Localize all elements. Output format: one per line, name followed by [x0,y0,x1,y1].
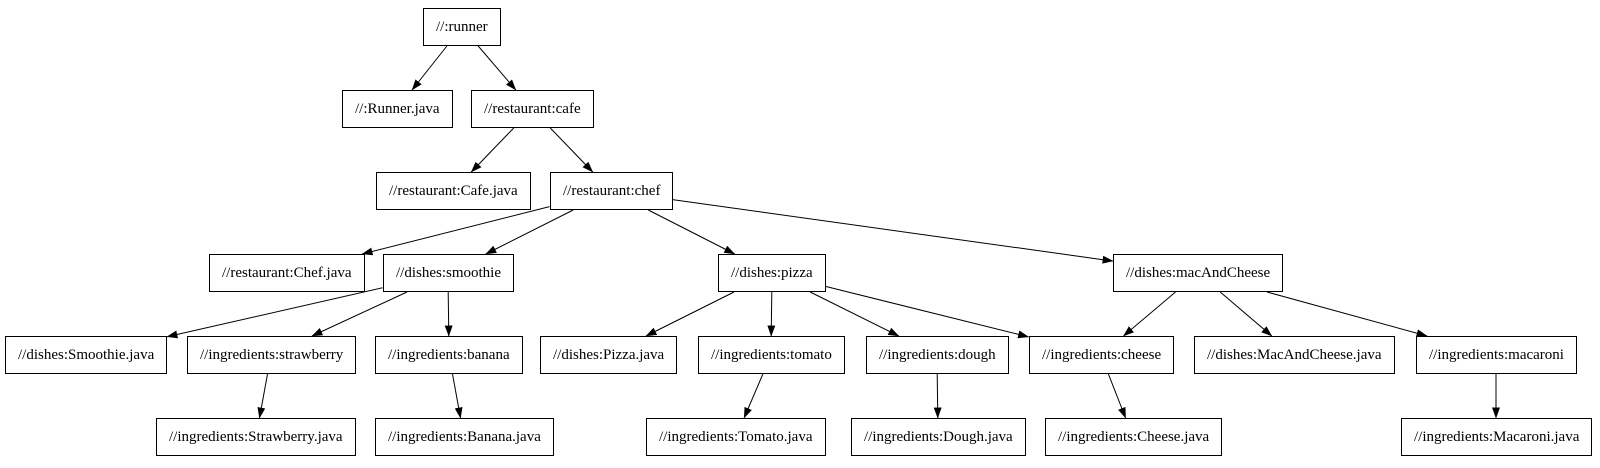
graph-node-mac_java: //dishes:MacAndCheese.java [1194,336,1395,374]
graph-edge-pizza-to-cheese [825,286,1030,339]
graph-edge-smoothie-to-strawberry [311,291,408,337]
graph-edge-cheese-to-cheese_java [1107,373,1127,419]
graph-edge-chef-to-mac [672,199,1114,264]
graph-node-pizza: //dishes:pizza [718,254,826,292]
graph-edge-cafe-to-chef [549,127,594,173]
graph-node-banana: //ingredients:banana [375,336,523,374]
graph-node-dough: //ingredients:dough [866,336,1009,374]
graph-edge-pizza-to-pizza_java [645,291,735,337]
graph-node-strawberry_java: //ingredients:Strawberry.java [156,418,356,456]
graph-node-mac: //dishes:macAndCheese [1113,254,1284,292]
graph-edge-pizza-to-tomato [767,291,776,337]
graph-node-tomato: //ingredients:tomato [698,336,845,374]
graph-edge-runner-to-cafe [477,45,517,91]
graph-edge-dough-to-dough_java [933,373,942,419]
graph-edge-cafe-to-cafe_java [470,127,515,173]
graph-edge-chef-to-smoothie [485,209,574,255]
graph-node-macaroni_java: //ingredients:Macaroni.java [1401,418,1593,456]
graph-edge-pizza-to-dough [809,291,900,337]
graph-edge-chef-to-pizza [648,209,736,255]
graph-edge-banana-to-banana_java [452,373,463,419]
graph-node-cafe: //restaurant:cafe [471,90,594,128]
graph-node-cafe_java: //restaurant:Cafe.java [376,172,531,210]
graph-edge-strawberry-to-strawberry_java [257,373,268,419]
graph-edge-mac-to-macaroni [1266,291,1428,338]
graph-node-smoothie: //dishes:smoothie [383,254,514,292]
graph-edge-mac-to-mac_java [1219,291,1273,337]
graph-edge-runner-to-runner_java [411,45,448,91]
graph-node-smoothie_java: //dishes:Smoothie.java [5,336,168,374]
graph-edge-chef-to-chef_java [361,206,550,256]
graph-edge-mac-to-cheese [1123,291,1176,337]
graph-edge-tomato-to-tomato_java [743,373,764,419]
graph-node-dough_java: //ingredients:Dough.java [851,418,1026,456]
graph-node-strawberry: //ingredients:strawberry [187,336,357,374]
graph-node-pizza_java: //dishes:Pizza.java [540,336,678,374]
graph-node-chef_java: //restaurant:Chef.java [209,254,365,292]
graph-node-banana_java: //ingredients:Banana.java [375,418,554,456]
graph-node-cheese_java: //ingredients:Cheese.java [1045,418,1223,456]
graph-node-chef: //restaurant:chef [550,172,674,210]
graph-node-macaroni: //ingredients:macaroni [1416,336,1577,374]
graph-edge-smoothie-to-smoothie_java [166,287,383,339]
graph-node-tomato_java: //ingredients:Tomato.java [646,418,826,456]
graph-node-cheese: //ingredients:cheese [1029,336,1175,374]
graph-edge-smoothie-to-banana [444,291,453,337]
graph-node-runner_java: //:Runner.java [342,90,453,128]
graph-node-runner: //:runner [423,8,501,46]
